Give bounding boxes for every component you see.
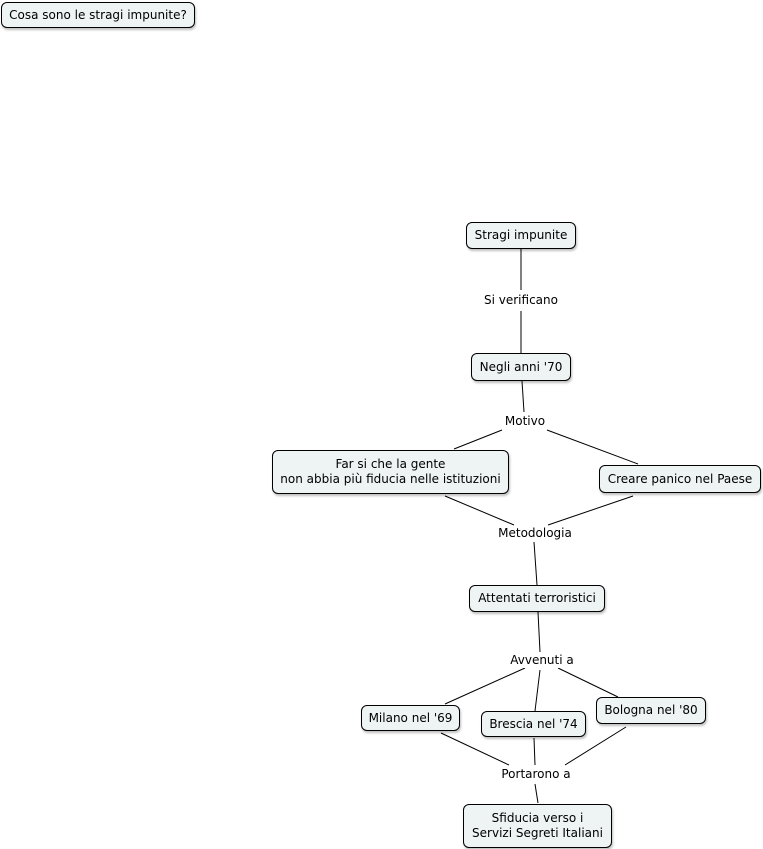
node-bologna-text: Bologna nel '80 <box>604 703 698 717</box>
node-negli-anni-70-text: Negli anni '70 <box>479 359 563 374</box>
connector-avvenuti-bologna <box>557 667 619 698</box>
connector-attentati-avvenuti <box>537 611 541 653</box>
link-label-portarono-a: Portarono a <box>495 767 577 782</box>
link-label-avvenuti-a: Avvenuti a <box>505 653 579 668</box>
node-brescia-text: Brescia nel '74 <box>489 716 578 731</box>
connector-panico-metodologia <box>547 495 634 526</box>
node-stragi-impunite[interactable]: Stragi impunite <box>466 222 576 249</box>
node-creare-panico-text: Creare panico nel Paese <box>607 471 753 486</box>
connector-motivo-panico <box>546 429 639 465</box>
link-label-si-verificano: Si verificano <box>480 293 562 308</box>
node-attentati-text: Attentati terroristici <box>478 591 596 605</box>
node-sfiducia-line1: Sfiducia verso i <box>491 811 584 825</box>
node-attentati-terroristici[interactable]: Attentati terroristici <box>469 585 605 612</box>
node-stragi-impunite-text: Stragi impunite <box>474 228 568 242</box>
node-milano-69[interactable]: Milano nel '69 <box>361 705 460 731</box>
connector-avvenuti-brescia <box>534 669 541 712</box>
node-far-si-che-la-gente[interactable]: Far si che la gente non abbia più fiduci… <box>272 450 509 494</box>
map-title-text: Cosa sono le stragi impunite? <box>9 7 187 22</box>
connector-fiducia-metodologia <box>444 495 515 526</box>
node-creare-panico[interactable]: Creare panico nel Paese <box>599 465 761 493</box>
node-far-si-line1: Far si che la gente <box>335 457 446 471</box>
connector-brescia-portarono <box>533 737 536 766</box>
node-sfiducia-line2: Servizi Segreti Italiani <box>472 826 603 840</box>
connector-milano-portarono <box>440 732 510 766</box>
node-sfiducia-servizi[interactable]: Sfiducia verso i Servizi Segreti Italian… <box>463 804 612 848</box>
link-label-metodologia: Metodologia <box>494 526 576 541</box>
connector-portarono-sfiducia <box>534 783 539 804</box>
node-bologna-80[interactable]: Bologna nel '80 <box>596 697 706 724</box>
link-label-motivo: Motivo <box>500 414 550 429</box>
connector-bologna-portarono <box>564 726 627 766</box>
connector-anni70-motivo <box>521 380 525 413</box>
node-far-si-line2: non abbia più fiducia nelle istituzioni <box>280 472 501 486</box>
connector-motivo-fiducia <box>453 429 503 450</box>
node-negli-anni-70[interactable]: Negli anni '70 <box>471 353 571 381</box>
connector-metodologia-attentati <box>533 541 538 586</box>
connector-avvenuti-milano <box>444 667 526 705</box>
map-title-node[interactable]: Cosa sono le stragi impunite? <box>1 2 195 28</box>
node-milano-text: Milano nel '69 <box>368 710 453 725</box>
node-brescia-74[interactable]: Brescia nel '74 <box>481 711 586 737</box>
